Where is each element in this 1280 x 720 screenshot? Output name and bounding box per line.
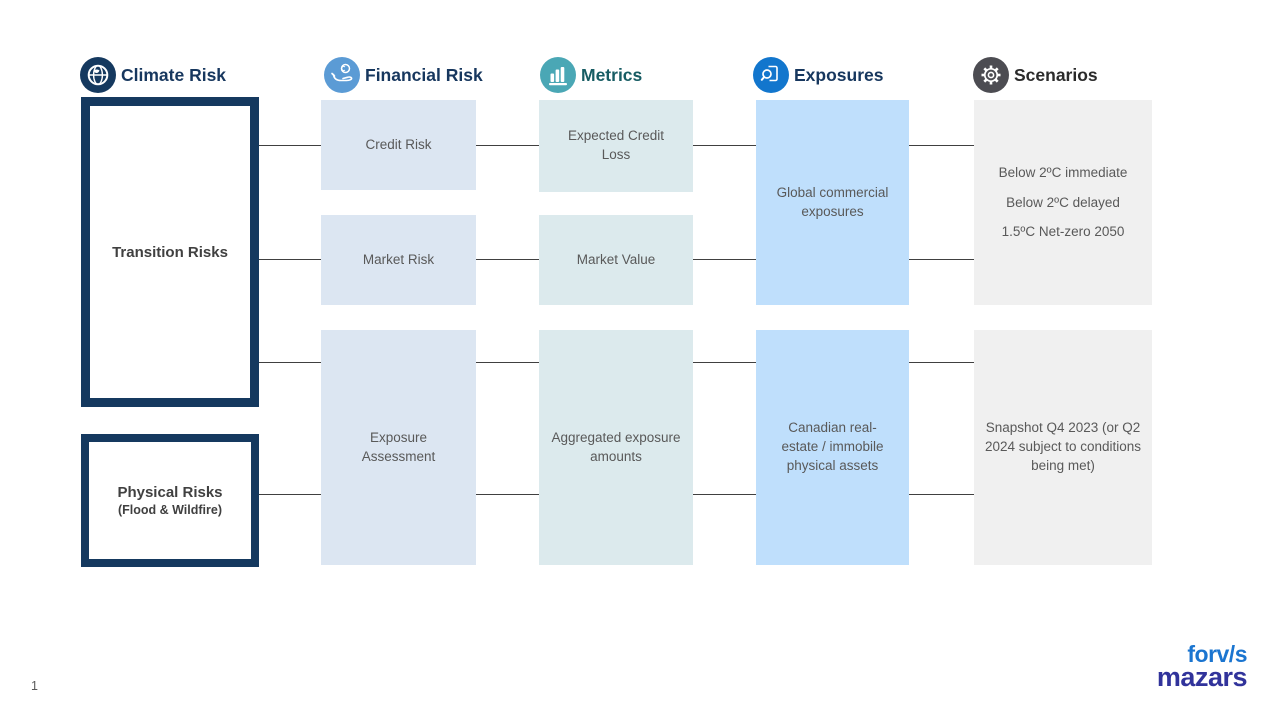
- scenario-item: 1.5ºC Net-zero 2050: [1001, 224, 1125, 240]
- connector-line: [470, 494, 545, 496]
- exposure-assessment-label: Exposure Assessment: [361, 429, 436, 464]
- logo-mazars-text: mazars: [1156, 662, 1248, 693]
- column-header-label: Exposures: [794, 64, 884, 85]
- gear-icon: [973, 57, 1009, 93]
- column-header-financial-risk: Financial Risk: [324, 57, 483, 93]
- connector-line: [687, 145, 762, 147]
- snapshot-label: Snapshot Q4 2023 (or Q2 2024 subject to …: [984, 420, 1142, 473]
- column-header-label: Scenarios: [1014, 64, 1098, 85]
- connector-line: [470, 259, 545, 261]
- snapshot-box: Snapshot Q4 2023 (or Q2 2024 subject to …: [974, 330, 1152, 565]
- column-header-label: Metrics: [581, 64, 643, 85]
- forvis-mazars-logo: forv/s mazars: [1156, 641, 1248, 693]
- column-header-label: Climate Risk: [121, 64, 227, 85]
- scenario-item: Below 2ºC delayed: [1006, 194, 1120, 210]
- physical-risks-sublabel: (Flood & Wildfire): [117, 503, 223, 518]
- canadian-real-estate-box: Canadian real-estate / immobile physical…: [756, 330, 909, 565]
- magnifier-document-icon: [753, 57, 789, 93]
- page-number: 1: [31, 679, 38, 693]
- column-header-label: Financial Risk: [365, 64, 483, 85]
- connector-line: [252, 259, 328, 261]
- column-header-scenarios: Scenarios: [973, 57, 1098, 93]
- bar-chart-icon: [540, 57, 576, 93]
- globe-icon: [80, 57, 116, 93]
- transition-risks-box: Transition Risks: [81, 97, 259, 407]
- credit-risk-box: Credit Risk: [321, 100, 476, 190]
- connector-line: [470, 362, 545, 364]
- connector-line: [903, 494, 980, 496]
- scenario-item: Below 2ºC immediate: [998, 165, 1128, 181]
- connector-line: [252, 145, 328, 147]
- transition-risks-label: Transition Risks: [112, 243, 228, 261]
- global-commercial-exposures-box: Global commercial exposures: [756, 100, 909, 305]
- column-header-climate-risk: Climate Risk: [80, 57, 226, 93]
- aggregated-exposure-box: Aggregated exposure amounts: [539, 330, 693, 565]
- expected-credit-loss-box: Expected Credit Loss: [539, 100, 693, 192]
- column-header-exposures: Exposures: [753, 57, 883, 93]
- expected-credit-loss-label: Expected Credit Loss: [567, 128, 665, 162]
- credit-risk-label: Credit Risk: [365, 136, 432, 152]
- global-commercial-exposures-label: Global commercial exposures: [776, 184, 889, 219]
- market-value-box: Market Value: [539, 215, 693, 305]
- scenario-list-box: Below 2ºC immediate Below 2ºC delayed 1.…: [974, 100, 1152, 305]
- market-risk-box: Market Risk: [321, 215, 476, 305]
- connector-line: [687, 494, 762, 496]
- connector-line: [903, 145, 980, 147]
- market-value-label: Market Value: [576, 251, 656, 267]
- physical-risks-label: Physical Risks: [117, 483, 223, 501]
- physical-risks-box: Physical Risks (Flood & Wildfire): [81, 434, 259, 567]
- connector-line: [903, 362, 980, 364]
- canadian-real-estate-label: Canadian real-estate / immobile physical…: [781, 420, 884, 473]
- connector-line: [252, 494, 328, 496]
- logo-forvis-text: forv/s: [1187, 641, 1247, 667]
- hand-coin-icon: [324, 57, 360, 93]
- connector-line: [470, 145, 545, 147]
- connector-line: [252, 362, 328, 364]
- connector-line: [687, 259, 762, 261]
- exposure-assessment-box: Exposure Assessment: [321, 330, 476, 565]
- connector-line: [687, 362, 762, 364]
- connector-line: [903, 259, 980, 261]
- market-risk-label: Market Risk: [362, 251, 435, 267]
- aggregated-exposure-label: Aggregated exposure amounts: [551, 429, 681, 464]
- column-header-metrics: Metrics: [540, 57, 642, 93]
